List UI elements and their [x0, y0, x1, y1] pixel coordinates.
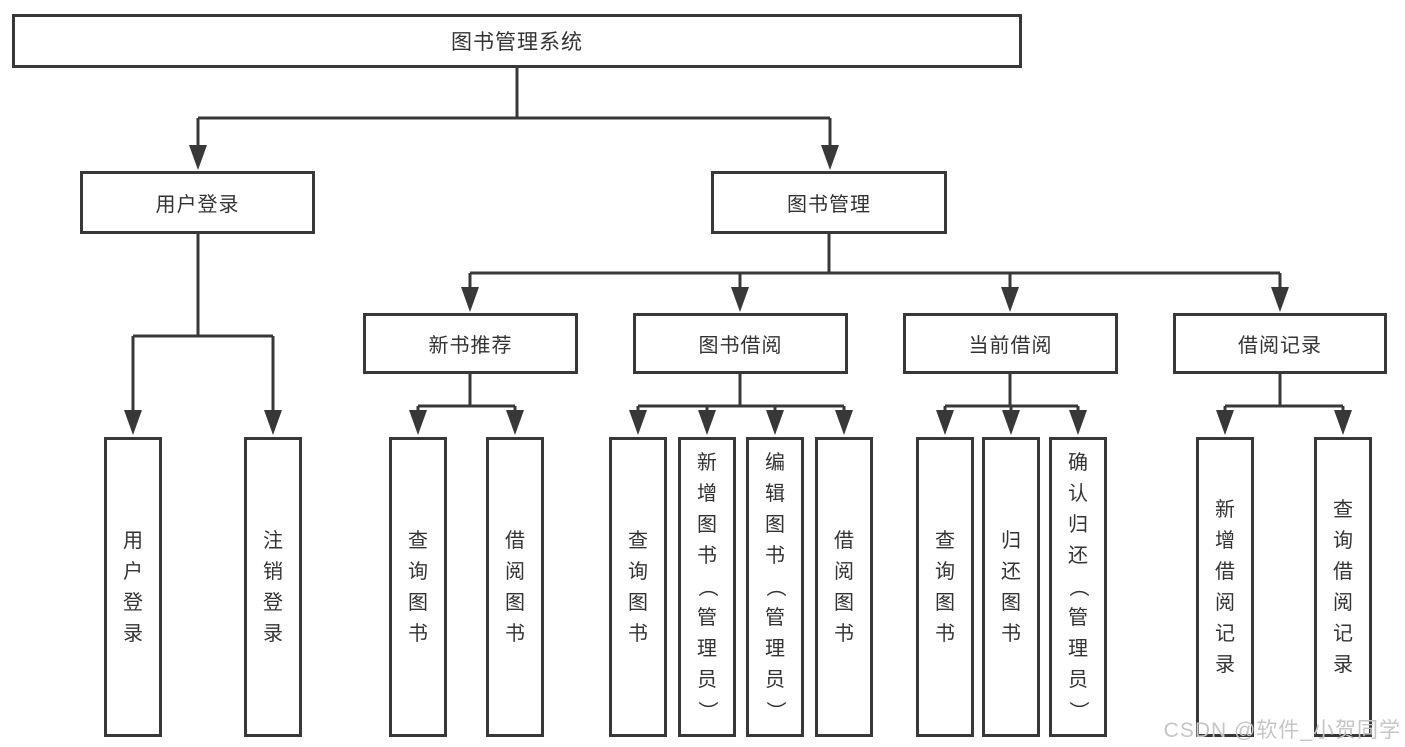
node-borrowing-records: 借阅记录 — [1173, 313, 1387, 374]
arrowheads-recommend-leaves — [409, 410, 524, 435]
leaf-label: 查询图书 — [935, 529, 955, 645]
leaf-label: 注销登录 — [263, 529, 283, 645]
arrowheads-current-leaves — [936, 410, 1087, 435]
leaf-label: 借阅图书 — [505, 529, 525, 645]
csdn-watermark: CSDN @软件_小贺同学 — [1163, 719, 1401, 742]
leaf-user-login: 用户登录 — [104, 437, 162, 737]
leaf-confirm-return-admin: 确认归还（管理员） — [1049, 437, 1107, 737]
connector-current-to-leaves — [943, 374, 1080, 414]
leaf-query-borrow-record: 查询借阅记录 — [1314, 437, 1372, 737]
leaf-logout: 注销登录 — [244, 437, 302, 737]
leaf-label: 新增图书（管理员） — [696, 452, 718, 721]
node-library-management-system: 图书管理系统 — [12, 14, 1022, 68]
leaf-label: 查询图书 — [628, 529, 648, 645]
leaf-label: 查询借阅记录 — [1333, 498, 1353, 676]
leaf-label: 归还图书 — [1001, 529, 1021, 645]
leaf-label: 编辑图书（管理员） — [764, 452, 786, 721]
node-current-borrowing: 当前借阅 — [903, 313, 1118, 374]
leaf-label: 用户登录 — [123, 529, 143, 645]
arrowheads-level2 — [189, 145, 839, 170]
arrowheads-borrow-leaves — [629, 410, 853, 435]
node-label: 新书推荐 — [428, 335, 513, 357]
connector-bookmgmt-to-level3 — [468, 234, 1282, 292]
leaf-label: 新增借阅记录 — [1215, 498, 1235, 676]
leaf-query-books-recommend: 查询图书 — [389, 437, 447, 737]
leaf-add-books-admin: 新增图书（管理员） — [678, 437, 736, 737]
connector-root-to-level2 — [196, 68, 832, 150]
node-label: 借阅记录 — [1238, 335, 1322, 357]
connector-userlogin-to-leaves — [131, 234, 275, 414]
node-book-management: 图书管理 — [711, 171, 947, 234]
leaf-query-books-current: 查询图书 — [916, 437, 974, 737]
leaf-return-books: 归还图书 — [982, 437, 1040, 737]
node-book-borrowing: 图书借阅 — [633, 313, 848, 374]
leaf-edit-books-admin: 编辑图书（管理员） — [746, 437, 804, 737]
leaf-query-books-borrow: 查询图书 — [609, 437, 667, 737]
node-label: 图书管理 — [787, 194, 871, 216]
leaf-label: 查询图书 — [408, 529, 428, 645]
node-label: 图书借阅 — [698, 335, 783, 357]
node-label: 用户登录 — [155, 194, 240, 216]
node-label: 图书管理系统 — [451, 31, 583, 54]
leaf-borrow-books: 借阅图书 — [815, 437, 873, 737]
leaf-borrow-books-recommend: 借阅图书 — [486, 437, 544, 737]
arrowheads-userlogin-leaves — [124, 410, 282, 435]
arrowheads-level3 — [461, 287, 1289, 312]
leaf-label: 借阅图书 — [834, 529, 854, 645]
node-user-login: 用户登录 — [80, 171, 315, 234]
arrowheads-records-leaves — [1216, 410, 1352, 435]
leaf-label: 确认归还（管理员） — [1067, 452, 1089, 721]
connector-borrow-to-leaves — [636, 374, 846, 414]
leaf-add-borrow-record: 新增借阅记录 — [1196, 437, 1254, 737]
node-new-book-recommend: 新书推荐 — [363, 313, 578, 374]
node-label: 当前借阅 — [968, 335, 1053, 357]
connector-recommend-to-leaves — [416, 374, 517, 414]
connector-records-to-leaves — [1223, 374, 1345, 414]
